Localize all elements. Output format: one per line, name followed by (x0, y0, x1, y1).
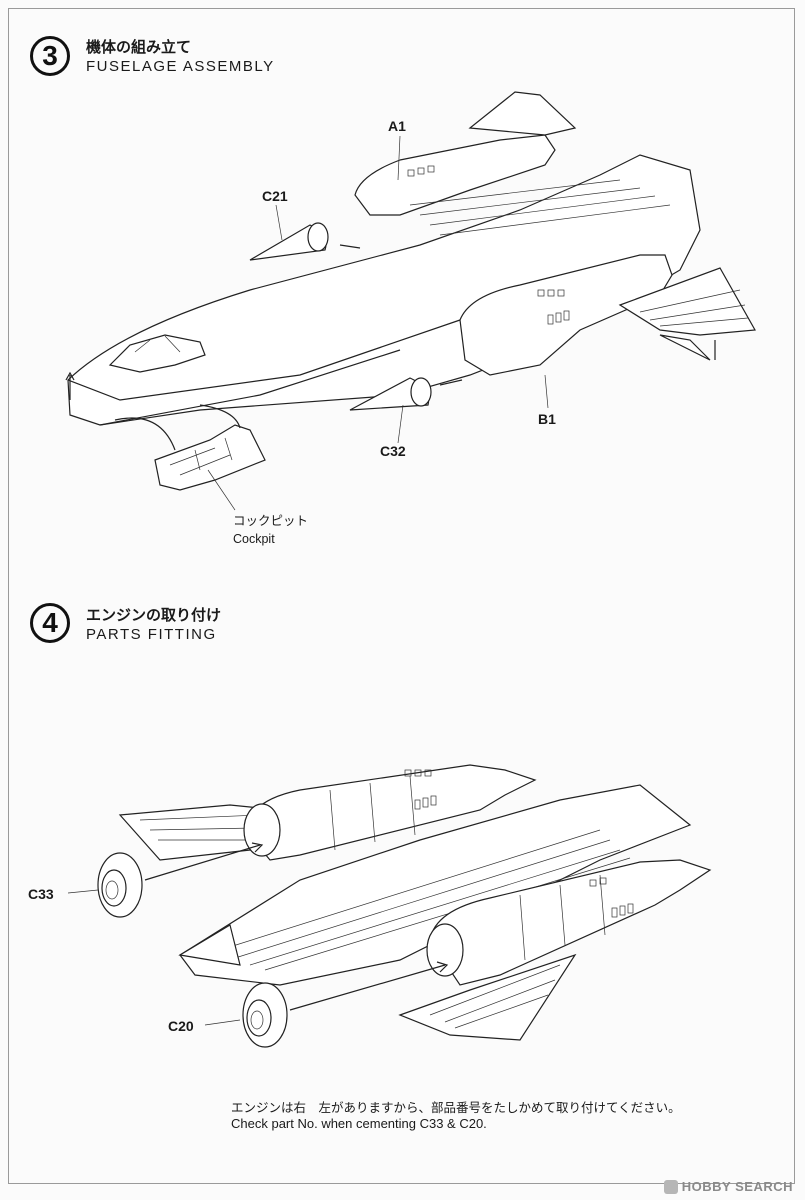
label-c21: C21 (262, 188, 288, 204)
step-4-number: 4 (30, 603, 70, 643)
hobby-search-logo-icon (663, 1179, 678, 1194)
label-c33: C33 (28, 886, 54, 902)
step-4-title-jp: エンジンの取り付け (86, 606, 222, 624)
step-4-title-en: PARTS FITTING (86, 626, 217, 643)
step-3-title-jp: 機体の組み立て (86, 38, 192, 56)
label-b1: B1 (538, 411, 556, 427)
note-en: Check part No. when cementing C33 & C20. (231, 1116, 487, 1131)
label-a1: A1 (388, 118, 406, 134)
watermark-text: HOBBY SEARCH (681, 1179, 793, 1194)
page-frame (8, 8, 795, 1184)
cockpit-caption-en: Cockpit (233, 532, 275, 546)
step-3-title-en: FUSELAGE ASSEMBLY (86, 58, 275, 75)
step-3-number: 3 (30, 36, 70, 76)
note-jp: エンジンは右 左がありますから、部品番号をたしかめて取り付けてください。 (231, 1100, 681, 1115)
watermark: HOBBY SEARCH (663, 1179, 793, 1194)
label-c20: C20 (168, 1018, 194, 1034)
cockpit-caption-jp: コックピット (233, 513, 309, 528)
label-c32: C32 (380, 443, 406, 459)
